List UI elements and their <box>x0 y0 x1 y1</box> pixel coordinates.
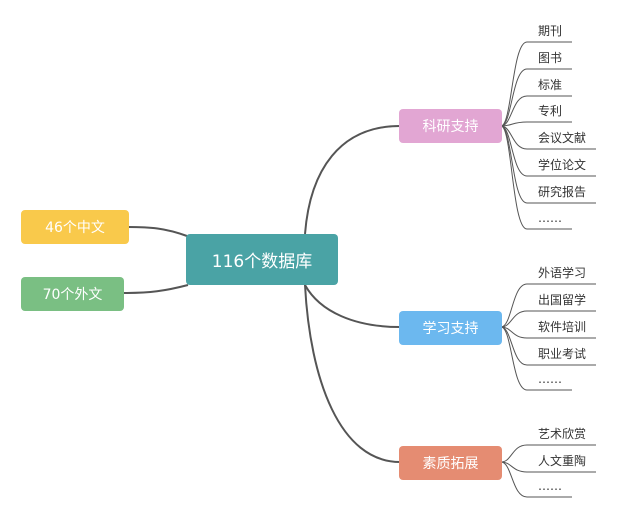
branch-quality-development: 素质拓展 <box>399 446 502 480</box>
leaf-more-quality: …… <box>538 479 562 493</box>
branch-learning-support: 学习支持 <box>399 311 502 345</box>
edge-center-left1 <box>127 226 188 237</box>
branch2-leaf-lines <box>500 283 596 391</box>
branch-quality-development-label: 素质拓展 <box>422 456 479 472</box>
branch-research-support: 科研支持 <box>399 109 502 143</box>
edge-center-b3 <box>304 284 401 463</box>
leaf-more-learning: …… <box>538 372 562 386</box>
leaf-conference-papers: 会议文献 <box>538 131 587 145</box>
leaf-more-research: …… <box>538 211 562 225</box>
branch3-leaf-lines <box>500 444 596 498</box>
leaf-journals: 期刊 <box>538 24 563 38</box>
leaf-art-appreciation: 艺术欣赏 <box>538 427 587 441</box>
leaf-foreign-language: 外语学习 <box>538 266 587 280</box>
node-chinese-databases: 46个中文 <box>21 210 129 244</box>
edge-center-b1 <box>304 125 401 235</box>
leaf-dissertations: 学位论文 <box>538 158 587 172</box>
leaf-patents: 专利 <box>538 104 563 118</box>
branch1-leaf-lines <box>500 41 596 230</box>
edge-center-left2 <box>122 284 189 294</box>
branch-research-support-label: 科研支持 <box>422 119 479 135</box>
leaf-research-reports: 研究报告 <box>538 185 587 199</box>
leaf-books: 图书 <box>538 51 563 65</box>
leaf-vocational-exams: 职业考试 <box>538 347 587 361</box>
center-node-label: 116个数据库 <box>211 252 313 272</box>
edge-center-b2 <box>304 284 401 328</box>
node-foreign-databases-label: 70个外文 <box>42 287 103 303</box>
branch-learning-support-label: 学习支持 <box>422 321 479 337</box>
leaf-software-training: 软件培训 <box>538 320 587 334</box>
leaf-study-abroad: 出国留学 <box>538 293 587 307</box>
leaf-standards: 标准 <box>538 78 563 92</box>
center-node: 116个数据库 <box>186 234 338 285</box>
node-foreign-databases: 70个外文 <box>21 277 124 311</box>
node-chinese-databases-label: 46个中文 <box>45 220 105 236</box>
leaf-humanities: 人文重陶 <box>538 454 587 468</box>
